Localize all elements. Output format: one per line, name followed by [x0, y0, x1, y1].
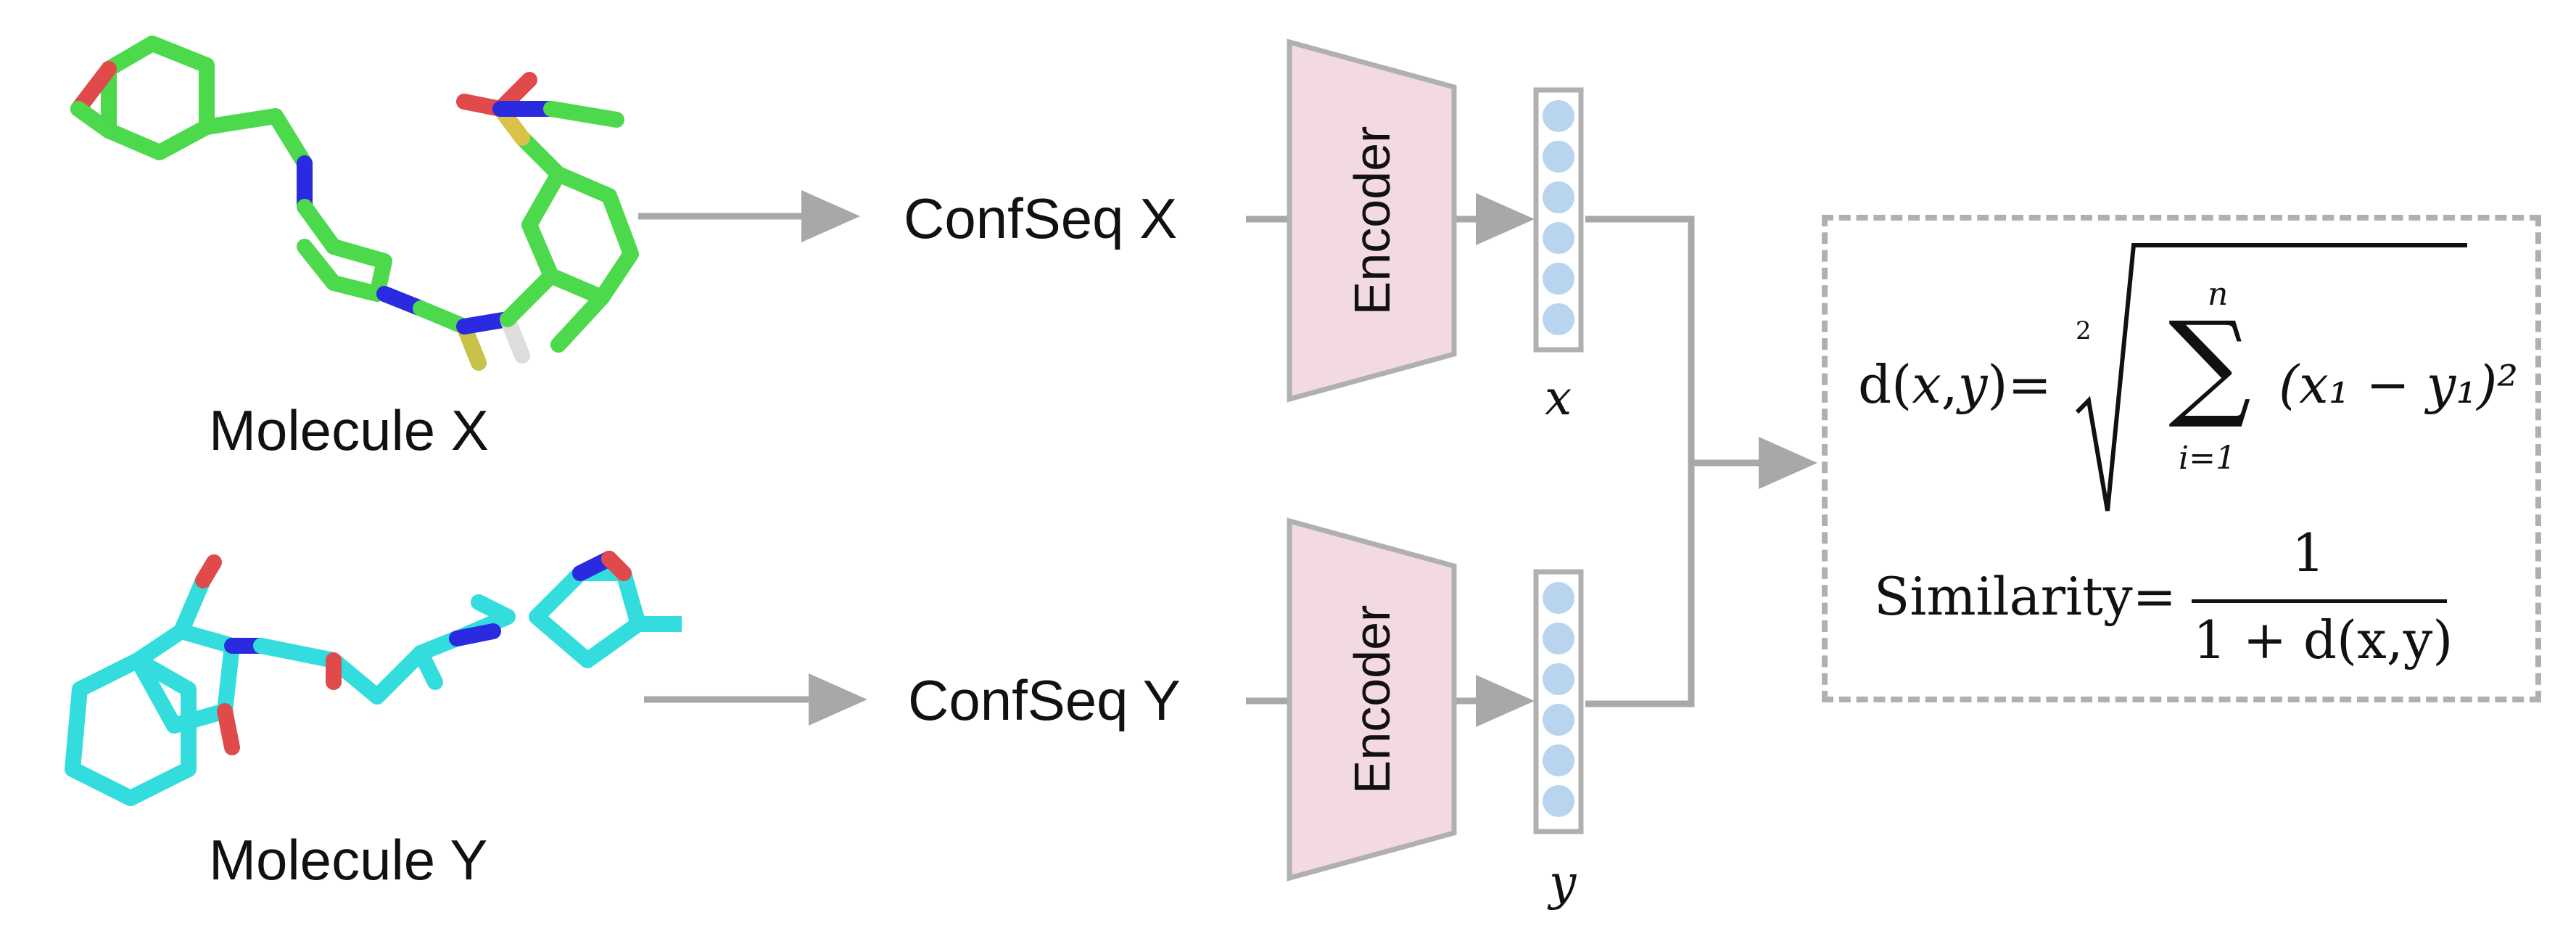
vector-y-cell: [1543, 785, 1574, 817]
vector-y-cell: [1543, 663, 1574, 695]
sum-body: (x₁ − y₁)²: [2279, 354, 2519, 415]
radical-sign: [2075, 243, 2467, 512]
similarity-denominator: 1 + d(x,y): [2193, 610, 2453, 670]
molecule-y-label: Molecule Y: [209, 828, 488, 892]
encoder-top-shape: [1287, 38, 1457, 403]
vector-y-cell: [1543, 744, 1574, 776]
molecule-x-structure: [70, 36, 639, 371]
molecule-y-structure: [65, 551, 682, 806]
vector-x-box: [1533, 87, 1584, 353]
vector-y-label: y: [1549, 855, 1577, 911]
distance-comma: ,: [1941, 354, 1958, 415]
vector-y-cell: [1543, 623, 1574, 654]
sum-lower-limit: i=1: [2179, 440, 2236, 477]
vector-x-cell: [1543, 141, 1574, 173]
similarity-fraction-bar: [2192, 599, 2447, 603]
formula-box: [1822, 215, 2541, 702]
similarity-numerator: 1: [2292, 522, 2325, 583]
vector-y-cell: [1543, 582, 1574, 614]
distance-lhs: d(x,y)=: [1858, 354, 2052, 415]
distance-x-var: x: [1912, 354, 1941, 415]
vector-y-cell: [1543, 704, 1574, 736]
sum-upper-limit: n: [2208, 276, 2229, 313]
vector-x-cell: [1543, 181, 1574, 213]
root-index: 2: [2076, 316, 2092, 345]
vector-x-cell: [1543, 263, 1574, 295]
distance-y-var: y: [1957, 354, 1988, 415]
vector-x-label: x: [1545, 370, 1572, 426]
similarity-label: Similarity=: [1874, 566, 2176, 627]
confseq-y-label: ConfSeq Y: [908, 668, 1181, 732]
encoder-bottom-shape: [1287, 517, 1457, 882]
distance-close-eq: )=: [1987, 354, 2052, 415]
vector-x-cell: [1543, 100, 1574, 132]
vector-x-cell: [1543, 222, 1574, 254]
confseq-x-label: ConfSeq X: [904, 186, 1178, 250]
vector-x-cell: [1543, 303, 1574, 335]
distance-d-open: d(: [1858, 354, 1912, 415]
sum-symbol: ∑: [2168, 296, 2252, 432]
molecule-x-label: Molecule X: [209, 398, 489, 462]
